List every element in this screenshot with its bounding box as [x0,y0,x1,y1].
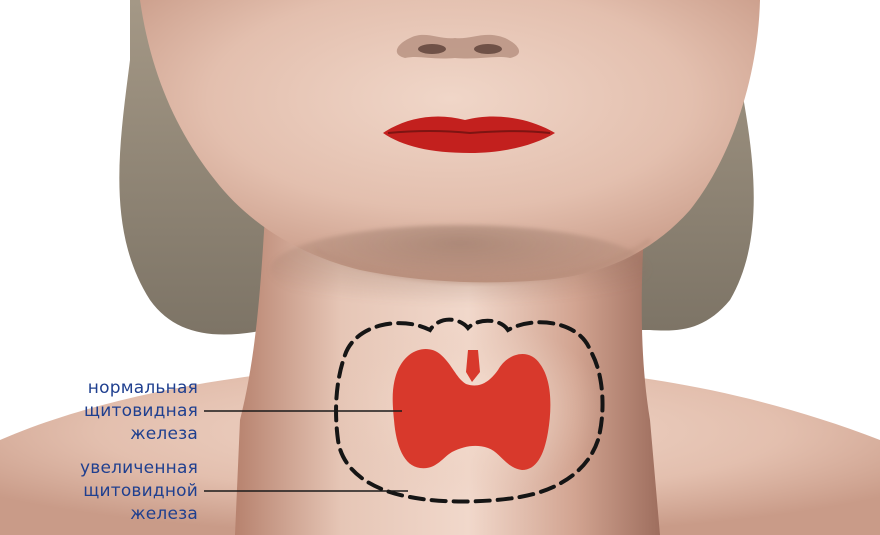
label-line: увеличенная [0,457,198,480]
label-line: щитовидная [0,400,198,423]
label-line: железа [0,503,198,526]
label-normal-thyroid: нормальная щитовидная железа [0,377,198,446]
label-line: нормальная [0,377,198,400]
label-line: щитовидной [0,480,198,503]
label-line: железа [0,423,198,446]
label-enlarged-thyroid: увеличенная щитовидной железа [0,457,198,526]
nose [397,35,519,59]
